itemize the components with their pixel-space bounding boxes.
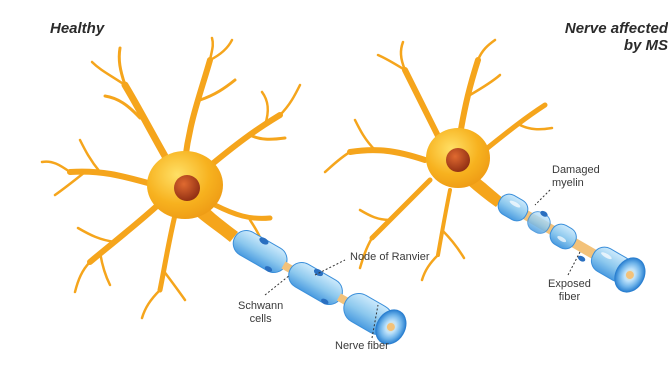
damaged-myelin-label-line-2: myelin (552, 177, 584, 189)
exposed-fiber-label-line-1: Exposed (548, 278, 591, 290)
exposed-fiber-label: Exposed fiber (548, 278, 591, 304)
schwann-cells-label-line-2: cells (250, 313, 272, 325)
ms-panel-title: Nerve affected by MS (565, 20, 668, 54)
schwann-cells-label: Schwann cells (238, 300, 283, 326)
node-of-ranvier-label: Node of Ranvier (350, 251, 430, 264)
exposed-fiber-label-line-2: fiber (559, 291, 580, 303)
schwann-cells-label-line-1: Schwann (238, 300, 283, 312)
damaged-myelin-label: Damaged myelin (552, 164, 600, 190)
healthy-panel-title: Healthy (50, 20, 104, 37)
nerve-fiber-label: Nerve fiber (335, 340, 389, 353)
healthy-myelin-segment-2 (284, 258, 347, 310)
healthy-myelin-segment-1 (229, 226, 292, 278)
healthy-nucleus (174, 175, 200, 201)
damaged-myelin-label-line-1: Damaged (552, 164, 600, 176)
ms-panel-title-line-1: Nerve affected (565, 20, 668, 37)
ms-panel-title-line-2: by MS (624, 37, 668, 54)
healthy-axon (226, 221, 412, 349)
ms-nucleus (446, 148, 470, 172)
healthy-neuron (42, 38, 412, 350)
